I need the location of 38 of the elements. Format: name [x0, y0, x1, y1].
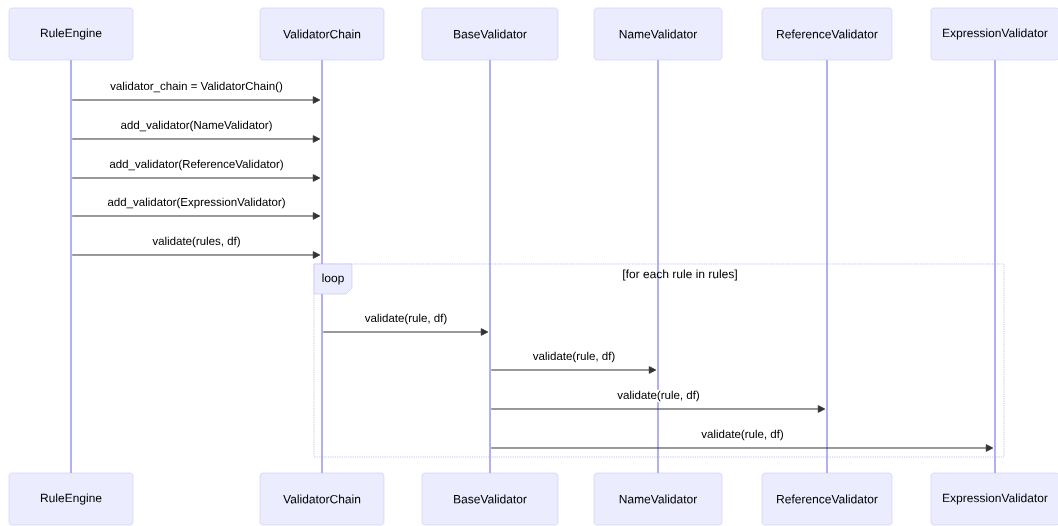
- lifeline: [657, 60, 659, 473]
- lifeline: [321, 60, 323, 473]
- participant-box: ReferenceValidator: [761, 7, 893, 61]
- participant-box: RuleEngine: [8, 472, 134, 526]
- participant-box: ValidatorChain: [259, 7, 385, 61]
- message-arrow: [71, 135, 321, 143]
- lifeline: [826, 60, 828, 473]
- participant-box: BaseValidator: [421, 472, 559, 526]
- message-label: add_validator(ReferenceValidator): [108, 158, 285, 172]
- message-arrow: [322, 328, 489, 336]
- participant-box: ExpressionValidator: [930, 7, 1058, 61]
- message-label: add_validator(NameValidator): [119, 119, 274, 133]
- lifeline: [994, 60, 996, 473]
- participant-box: RuleEngine: [8, 7, 134, 61]
- message-arrow: [490, 444, 994, 452]
- message-arrow: [490, 405, 826, 413]
- message-arrow: [71, 212, 321, 220]
- message-arrow: [71, 96, 321, 104]
- loop-tag: loop: [313, 263, 353, 295]
- message-label: add_validator(ExpressionValidator): [106, 196, 287, 210]
- message-label: validator_chain = ValidatorChain(): [109, 80, 284, 94]
- message-arrow: [71, 174, 321, 182]
- participant-box: ValidatorChain: [259, 472, 385, 526]
- participant-box: NameValidator: [593, 472, 723, 526]
- message-label: validate(rule, df): [700, 428, 785, 442]
- message-label: validate(rules, df): [151, 235, 242, 249]
- participant-box: ExpressionValidator: [930, 472, 1058, 526]
- message-arrow: [490, 366, 657, 374]
- lifeline: [70, 60, 72, 473]
- message-arrow: [71, 251, 321, 259]
- message-label: validate(rule, df): [531, 350, 617, 364]
- message-label: validate(rule, df): [616, 389, 701, 403]
- loop-condition: [for each rule in rules]: [623, 269, 737, 281]
- message-label: validate(rule, df): [363, 312, 449, 326]
- participant-box: BaseValidator: [421, 7, 559, 61]
- participant-box: ReferenceValidator: [761, 472, 893, 526]
- lifeline: [489, 60, 491, 473]
- participant-box: NameValidator: [593, 7, 723, 61]
